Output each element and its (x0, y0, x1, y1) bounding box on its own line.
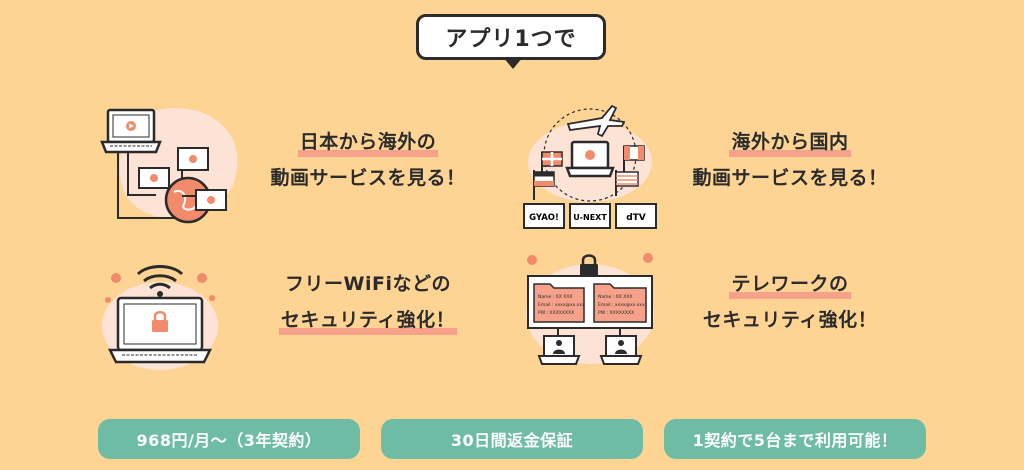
feature-text-4: テレワークの セキュリティ強化！ (680, 266, 900, 338)
refund-badge: 30日間返金保証 (381, 419, 643, 459)
feature-4-line2: セキュリティ強化！ (702, 309, 878, 331)
devices-badge: 1契約で5台まで利用可能！ (664, 419, 926, 459)
folder-email: Email : xxxx@xx.xxx (538, 302, 585, 308)
feature-text-2: 海外から国内 動画サービスを見る！ (680, 124, 900, 196)
feature-1-line1: 日本から海外の (297, 124, 439, 160)
folder-name: Name : XX XXX (538, 294, 573, 300)
feature-3-line2: セキュリティ強化！ (278, 302, 458, 338)
feature-1-line2: 動画サービスを見る！ (270, 167, 466, 189)
service-gyao: GYAO! (529, 213, 559, 223)
devices-badge-label: 1契約で5台まで利用可能！ (692, 431, 898, 450)
folder-pw-2: PW : XXXXXXXX (598, 310, 634, 316)
feature-2-line2: 動画サービスを見る！ (692, 167, 888, 189)
folder-pw: PW : XXXXXXXX (538, 310, 574, 316)
service-dtv: dTV (626, 213, 646, 223)
refund-badge-label: 30日間返金保証 (450, 431, 574, 450)
header-bubble: アプリ1つで (416, 14, 606, 60)
bubble-tail (503, 57, 523, 69)
globe-video-icon (100, 108, 238, 224)
feature-text-1: 日本から海外の 動画サービスを見る！ (258, 124, 478, 196)
service-unext: U-NEXT (573, 213, 607, 222)
feature-text-3: フリーWiFiなどの セキュリティ強化！ (258, 266, 478, 338)
folder-name-2: Name : XX XXX (598, 294, 633, 300)
price-badge-label: 968円/月～（3年契約） (136, 431, 322, 450)
telework-folders-icon: Name : XX XXX Email : xxxx@xx.xxx PW : X… (526, 253, 654, 365)
feature-3-line1: フリーWiFiなどの (285, 273, 451, 295)
airplane-streaming-icon: GYAO! U-NEXT dTV (523, 104, 657, 229)
wifi-lock-laptop-icon (102, 265, 218, 370)
folder-email-2: Email : xxxx@xx.xxx (598, 302, 645, 308)
price-badge: 968円/月～（3年契約） (98, 419, 360, 459)
feature-4-line1: テレワークの (729, 266, 851, 302)
feature-2-line1: 海外から国内 (729, 124, 851, 160)
header-label: アプリ1つで (445, 27, 577, 52)
